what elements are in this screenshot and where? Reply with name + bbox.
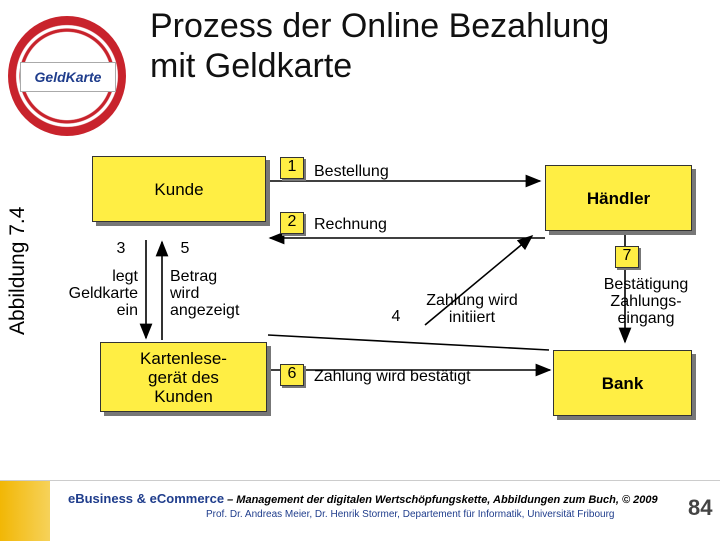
logo-text: GeldKarte (20, 62, 116, 92)
step-label-rechnung: Rechnung (314, 216, 387, 233)
step-number-5: 5 (174, 240, 196, 260)
step-label-zahlung-initiiert: Zahlung wird initiiert (426, 292, 518, 326)
step-number-7: 7 (615, 246, 639, 268)
node-kartenlesegeraet: Kartenlese- gerät des Kunden (100, 342, 267, 412)
step-number-2: 2 (280, 212, 304, 234)
step-label-zahlung-bestaetigt: Zahlung wird bestätigt (314, 368, 471, 385)
step-label-betrag-angezeigt: Betrag wird angezeigt (170, 268, 240, 319)
arrow-zahlung-initiiert (424, 234, 534, 326)
footer-authors: Prof. Dr. Andreas Meier, Dr. Henrik Stor… (206, 509, 615, 520)
node-kunde: Kunde (92, 156, 266, 222)
footer-line-1: eBusiness & eCommerce – Management der d… (68, 491, 658, 506)
book-subtitle: – Management der digitalen Wertschöpfung… (224, 494, 658, 506)
step-number-4: 4 (385, 308, 407, 328)
footer: eBusiness & eCommerce – Management der d… (0, 480, 720, 541)
step-number-3: 3 (110, 240, 132, 260)
book-cover-thumbnail (0, 481, 50, 541)
diagram-connectors (139, 174, 632, 377)
step-number-1: 1 (280, 157, 304, 179)
line-zahlung-initiiert-1 (267, 334, 550, 351)
page-title: Prozess der Online Bezahlung mit Geldkar… (150, 7, 610, 85)
step-label-bestaetigung-zahlungseingang: Bestätigung Zahlungs- eingang (603, 276, 689, 327)
geldkarte-logo: GeldKarte (8, 16, 126, 136)
step-label-karte-einlegen: legt Geldkarte ein (68, 268, 138, 319)
node-haendler: Händler (545, 165, 692, 231)
node-bank: Bank (553, 350, 692, 416)
book-title: eBusiness & eCommerce (68, 491, 225, 506)
page-number: 84 (688, 495, 713, 520)
step-label-bestellung: Bestellung (314, 163, 389, 180)
step-number-6: 6 (280, 364, 304, 386)
